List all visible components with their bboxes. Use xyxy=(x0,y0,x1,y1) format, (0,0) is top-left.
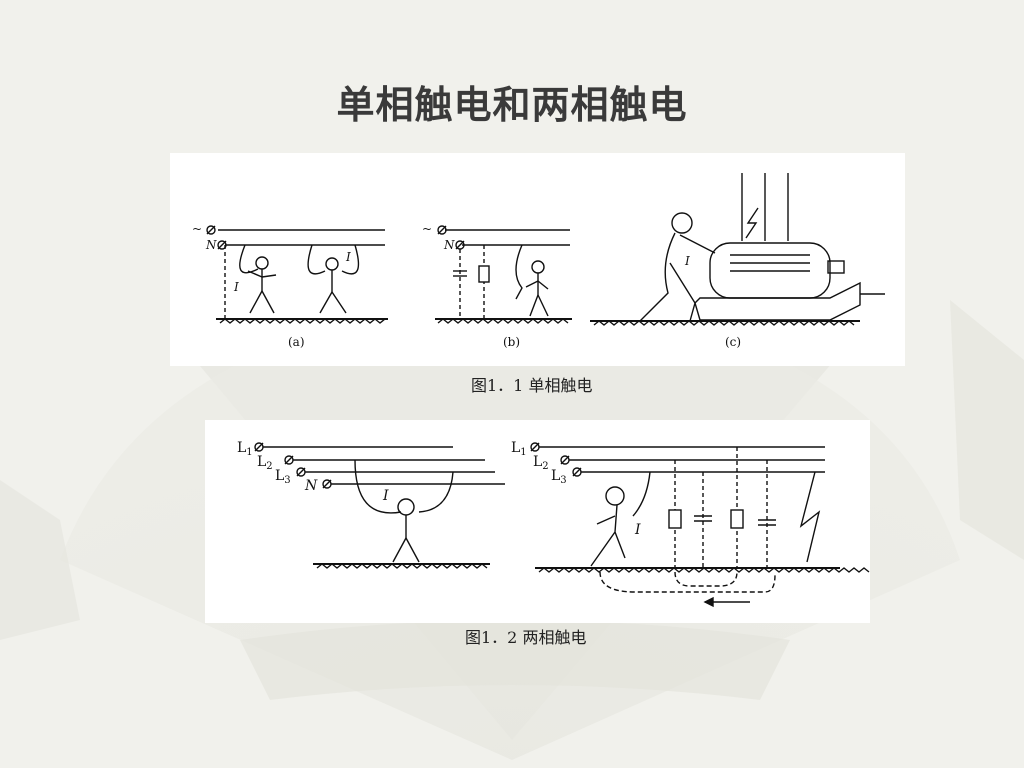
diagram-a xyxy=(206,225,388,324)
sublabel-a: (a) xyxy=(288,335,305,349)
diagram-b xyxy=(435,225,572,324)
current-label: I xyxy=(345,250,351,264)
figure-2-two-phase-panel: L1 L2 L3 N L1 L2 L3 I I xyxy=(205,420,870,623)
figure-1-single-phase-panel: ~ N ~ N I I I (a) (b) (c) xyxy=(170,153,905,366)
current-label: I xyxy=(684,254,690,268)
wire-label: ~ xyxy=(422,222,432,236)
figure-1-caption: 图1．1 单相触电 xyxy=(471,376,593,395)
current-label: I xyxy=(382,488,389,504)
wire-label: N xyxy=(443,238,455,252)
diagram-right xyxy=(530,442,870,608)
line-label-left-l2: L2 xyxy=(257,454,273,472)
current-label: I xyxy=(634,522,641,538)
line-label-left-n: N xyxy=(304,478,318,494)
line-label-right-l2: L2 xyxy=(533,454,549,472)
line-label-left-l3: L3 xyxy=(275,468,291,486)
sublabel-c: (c) xyxy=(725,335,741,349)
diagram-c xyxy=(590,173,885,326)
current-label: I xyxy=(233,280,239,294)
line-label-right-l3: L3 xyxy=(551,468,567,486)
slide-title: 单相触电和两相触电 xyxy=(336,83,688,127)
figure-2-caption: 图1．2 两相触电 xyxy=(465,628,587,647)
wire-label: N xyxy=(205,238,217,252)
figure-1-diagram: ~ N ~ N I I I (a) (b) (c) xyxy=(192,173,885,349)
line-label-right-l1: L1 xyxy=(511,440,527,458)
line-label-left-l1: L1 xyxy=(237,440,253,458)
figure-2-diagram: L1 L2 L3 N L1 L2 L3 I I xyxy=(237,440,870,608)
diagram-left xyxy=(254,442,505,569)
wire-label: ~ xyxy=(192,222,202,236)
sublabel-b: (b) xyxy=(503,335,520,349)
